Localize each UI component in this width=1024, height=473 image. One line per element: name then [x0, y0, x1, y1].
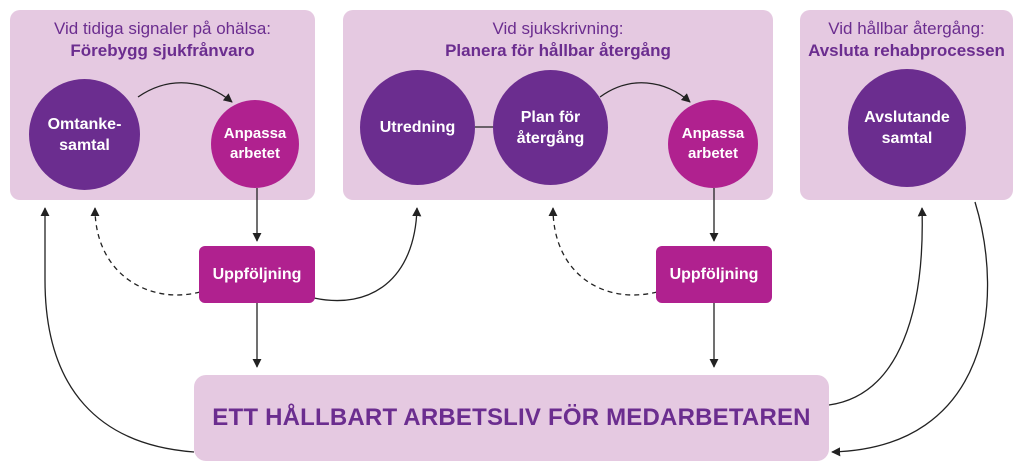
node-omtankesamtal: Omtanke- samtal [29, 79, 140, 190]
panel-sick-leave-subtitle: Planera för hållbar återgång [445, 41, 671, 60]
panel-early-signals-subtitle: Förebygg sjukfrånvaro [70, 41, 255, 60]
arrow-plan-to-anpassa-2 [599, 82, 691, 103]
panel-sick-leave-title: Vid sjukskrivning: [492, 19, 624, 38]
arrow-omtanke-to-anpassa [137, 82, 233, 103]
goal-banner: ETT HÅLLBART ARBETSLIV FÖR MEDARBETAREN [194, 375, 829, 461]
panel-sustainable-return-title: Vid hållbar återgång: [828, 19, 985, 38]
arrow-return-panel-to-goal [831, 201, 989, 457]
panel-sick-leave-heading: Vid sjukskrivning: Planera för hållbar å… [343, 18, 773, 62]
goal-text: ETT HÅLLBART ARBETSLIV FÖR MEDARBETAREN [212, 404, 811, 431]
arrow-followup-1-to-omtanke-dashed [90, 207, 201, 296]
panel-early-signals-heading: Vid tidiga signaler på ohälsa: Förebygg … [10, 18, 315, 62]
node-anpassa-arbetet-2: Anpassa arbetet [668, 100, 758, 188]
arrow-followup-1-to-utredning [313, 207, 422, 302]
arrow-followup-2-to-plan-dashed [548, 207, 658, 296]
panel-early-signals-title: Vid tidiga signaler på ohälsa: [53, 19, 272, 38]
followup-box-1: Uppföljning [199, 246, 315, 303]
panel-sustainable-return-heading: Vid hållbar återgång: Avsluta rehabproce… [800, 18, 1013, 62]
arrow-goal-to-avslutande [828, 207, 927, 406]
followup-box-2: Uppföljning [656, 246, 772, 303]
node-avslutande-samtal: Avslutande samtal [848, 69, 966, 187]
node-utredning: Utredning [360, 70, 475, 185]
node-plan-for-atergang: Plan för återgång [493, 70, 608, 185]
panel-sustainable-return-subtitle: Avsluta rehabprocessen [808, 41, 1005, 60]
arrow-goal-to-omtanke [40, 207, 195, 453]
node-anpassa-arbetet-1: Anpassa arbetet [211, 100, 299, 188]
